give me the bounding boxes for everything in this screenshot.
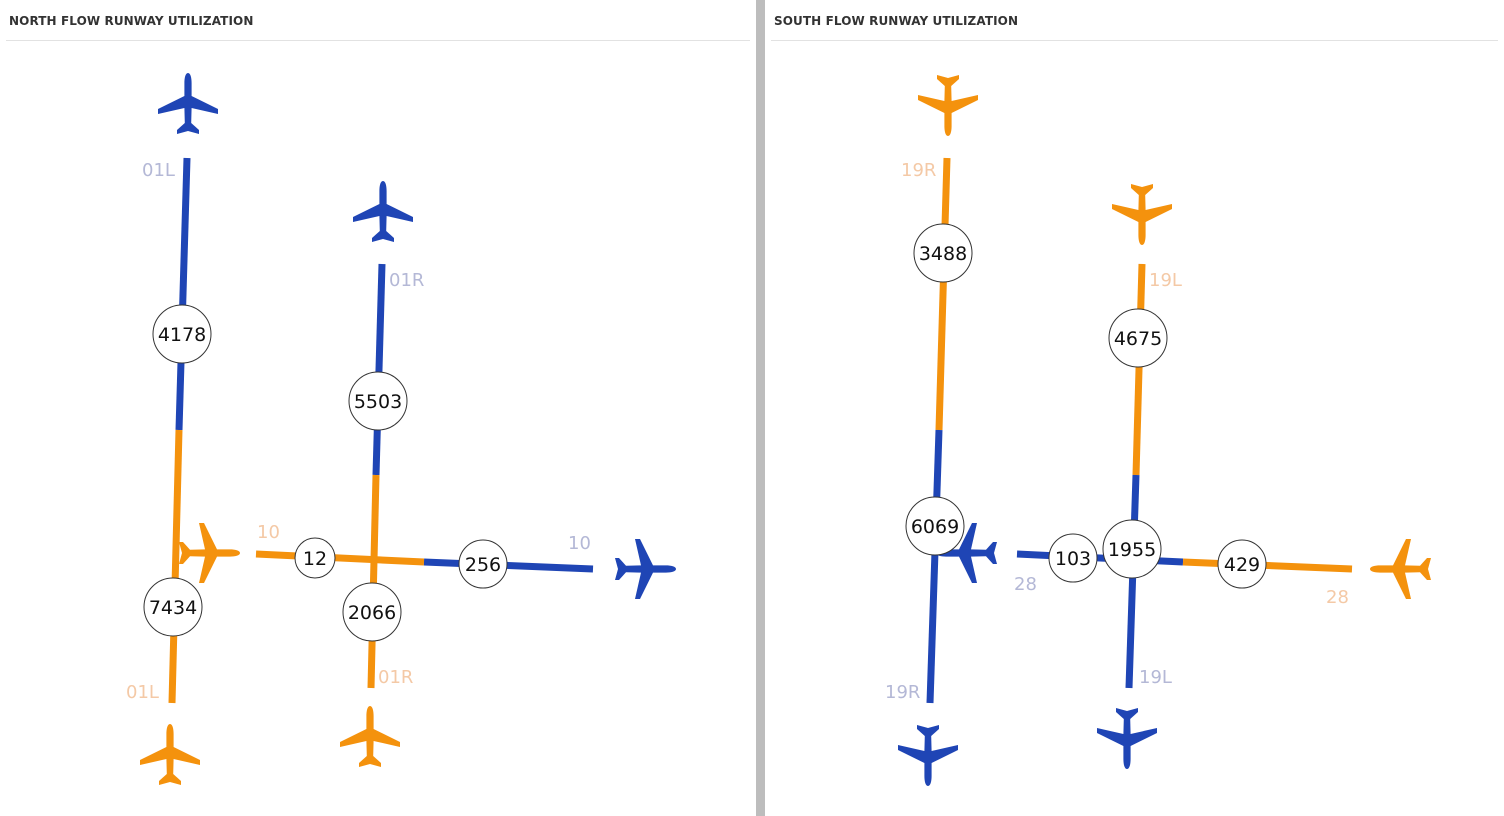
count-bubble-19r-departure: 6069 — [905, 496, 965, 556]
runway-label-10-right: 10 — [568, 533, 591, 554]
count-bubble-01r-departure: 5503 — [348, 371, 408, 431]
svg-text:5503: 5503 — [354, 391, 402, 413]
svg-text:429: 429 — [1224, 554, 1260, 576]
runway-01r-arrival-line — [367, 474, 380, 689]
south-flow-panel: SOUTH FLOW RUNWAY UTILIZATION 19R 19L 28… — [765, 0, 1504, 816]
svg-text:256: 256 — [465, 554, 501, 576]
airplane-icon — [158, 73, 218, 134]
north-flow-title: NORTH FLOW RUNWAY UTILIZATION — [9, 14, 254, 28]
airplane-icon — [615, 539, 676, 599]
airplane-icon — [1112, 184, 1172, 245]
runway-label-01r-bottom: 01R — [378, 667, 413, 688]
svg-text:4178: 4178 — [158, 324, 206, 346]
south-flow-title: SOUTH FLOW RUNWAY UTILIZATION — [774, 14, 1019, 28]
runway-label-28-right: 28 — [1326, 587, 1349, 608]
airplane-icon — [179, 523, 240, 583]
count-bubble-10-departure: 256 — [458, 539, 508, 589]
svg-text:103: 103 — [1055, 548, 1091, 570]
north-flow-diagram: 01L 01R 10 10 01L 01R 4178 5503 12 256 7… — [126, 73, 676, 785]
airplane-icon — [898, 725, 958, 786]
runway-label-01r-top: 01R — [389, 270, 424, 291]
count-bubble-01l-departure: 4178 — [152, 304, 212, 364]
count-bubble-19l-departure: 1955 — [1102, 519, 1162, 579]
airplane-icon — [353, 181, 413, 242]
north-title-divider — [6, 40, 750, 41]
panel-divider — [756, 0, 765, 816]
runway-19l-arrival-line — [1132, 263, 1146, 476]
svg-text:3488: 3488 — [919, 243, 967, 265]
runway-label-01l-bottom: 01L — [126, 682, 159, 703]
count-bubble-19r-arrival: 3488 — [913, 223, 973, 283]
count-bubble-01r-arrival: 2066 — [342, 582, 402, 642]
runway-label-19l-top: 19L — [1149, 270, 1182, 291]
count-bubble-01l-arrival: 7434 — [143, 577, 203, 637]
count-bubble-19l-arrival: 4675 — [1108, 308, 1168, 368]
runway-19r-departure-line — [926, 429, 943, 704]
svg-text:6069: 6069 — [911, 516, 959, 538]
airplane-icon — [1370, 539, 1431, 599]
airplane-icon — [340, 706, 400, 767]
runway-label-28-left: 28 — [1014, 574, 1037, 595]
runway-28-arrival-line — [1182, 558, 1353, 573]
svg-text:4675: 4675 — [1114, 328, 1162, 350]
runway-01l-arrival-line — [168, 429, 183, 704]
count-bubble-10-arrival: 12 — [294, 537, 336, 579]
runway-19r-arrival-line — [935, 157, 951, 431]
svg-text:7434: 7434 — [149, 597, 197, 619]
airplane-icon — [1097, 708, 1157, 769]
runway-10-departure-line — [423, 558, 594, 573]
svg-text:12: 12 — [303, 548, 327, 570]
runway-label-19l-bottom: 19L — [1139, 667, 1172, 688]
runway-label-19r-bottom: 19R — [885, 682, 920, 703]
count-bubble-28-arrival: 429 — [1217, 539, 1267, 589]
runway-label-19r-top: 19R — [901, 160, 936, 181]
north-flow-panel: NORTH FLOW RUNWAY UTILIZATION 01L 01R 10… — [6, 14, 750, 785]
runway-01l-departure-line — [175, 157, 191, 431]
airplane-icon — [140, 724, 200, 785]
south-flow-diagram: 19R 19L 28 28 19R 19L 3488 4675 6069 103… — [885, 75, 1431, 786]
svg-text:2066: 2066 — [348, 602, 396, 624]
svg-text:1955: 1955 — [1108, 539, 1156, 561]
runway-10-arrival-line — [255, 550, 425, 566]
runway-label-10-mid: 10 — [257, 522, 280, 543]
runway-19l-departure-line — [1125, 474, 1140, 689]
runway-01r-departure-line — [372, 263, 386, 476]
south-title-divider — [771, 40, 1498, 41]
airplane-icon — [918, 75, 978, 136]
count-bubble-28-departure: 103 — [1048, 533, 1098, 583]
runway-label-01l-top: 01L — [142, 160, 175, 181]
